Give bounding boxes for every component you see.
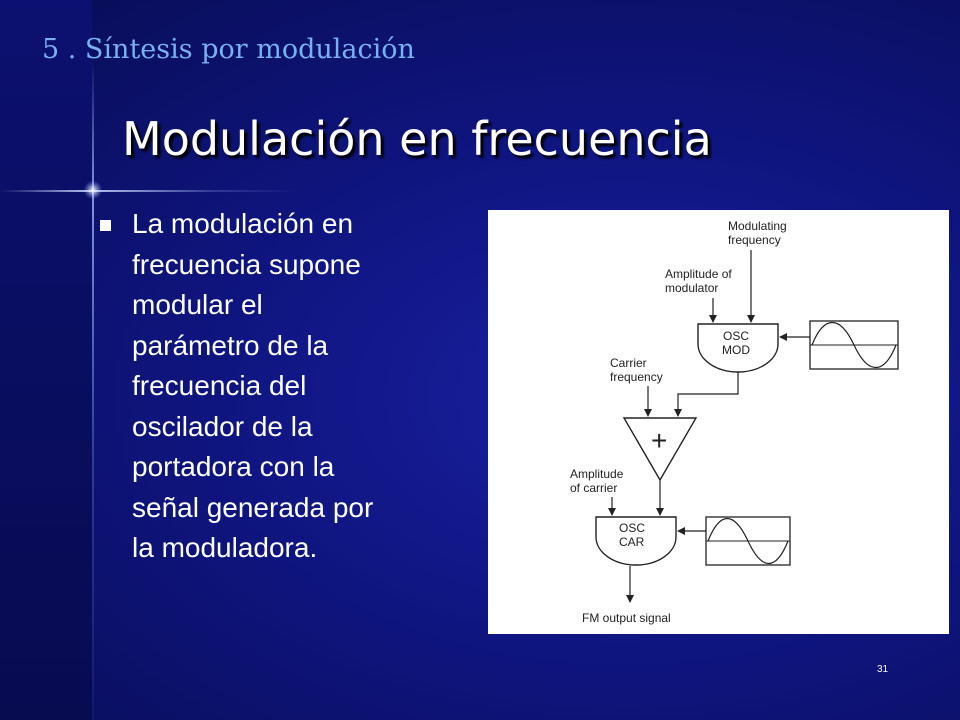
label-amplitude-modulator-1: Amplitude of (665, 267, 732, 281)
label-fm-output: FM output signal (582, 611, 671, 625)
label-amplitude-modulator-2: modulator (665, 281, 718, 295)
osc-car-label-1: OSC (619, 521, 645, 535)
osc-mod-label-1: OSC (723, 329, 749, 343)
bullet-marker (100, 220, 111, 231)
left-decor-band (0, 0, 92, 720)
sine-wave-modulator (811, 321, 897, 369)
label-amplitude-carrier-2: of carrier (570, 481, 617, 495)
decor-horizontal-line (0, 190, 300, 192)
osc-mod-shape (697, 323, 779, 373)
osc-car-label-2: CAR (619, 535, 645, 549)
osc-car-shape (595, 516, 677, 566)
page-number: 31 (877, 664, 889, 675)
decor-spark (84, 181, 102, 199)
fm-diagram-svg: Modulating frequency Amplitude of modula… (570, 219, 899, 625)
adder-triangle (622, 417, 698, 482)
fm-diagram: Modulating frequency Amplitude of modula… (488, 210, 949, 634)
bullet-text: La modulación en frecuencia supone modul… (132, 208, 374, 563)
label-carrier-frequency-2: frequency (610, 370, 663, 384)
label-modulating-frequency-2: frequency (728, 233, 781, 247)
label-modulating-frequency-1: Modulating (728, 219, 787, 233)
adder-plus-symbol: + (651, 425, 667, 456)
sine-wave-carrier (707, 518, 789, 564)
section-title: 5 . Síntesis por modulación (42, 34, 415, 65)
osc-mod-label-2: MOD (722, 343, 750, 357)
wire-mod-to-adder (674, 372, 739, 417)
slide-title: Modulación en frecuencia (122, 112, 712, 166)
label-amplitude-carrier-1: Amplitude (570, 467, 624, 481)
label-carrier-frequency-1: Carrier (610, 356, 647, 370)
decor-vertical-line (92, 60, 94, 720)
